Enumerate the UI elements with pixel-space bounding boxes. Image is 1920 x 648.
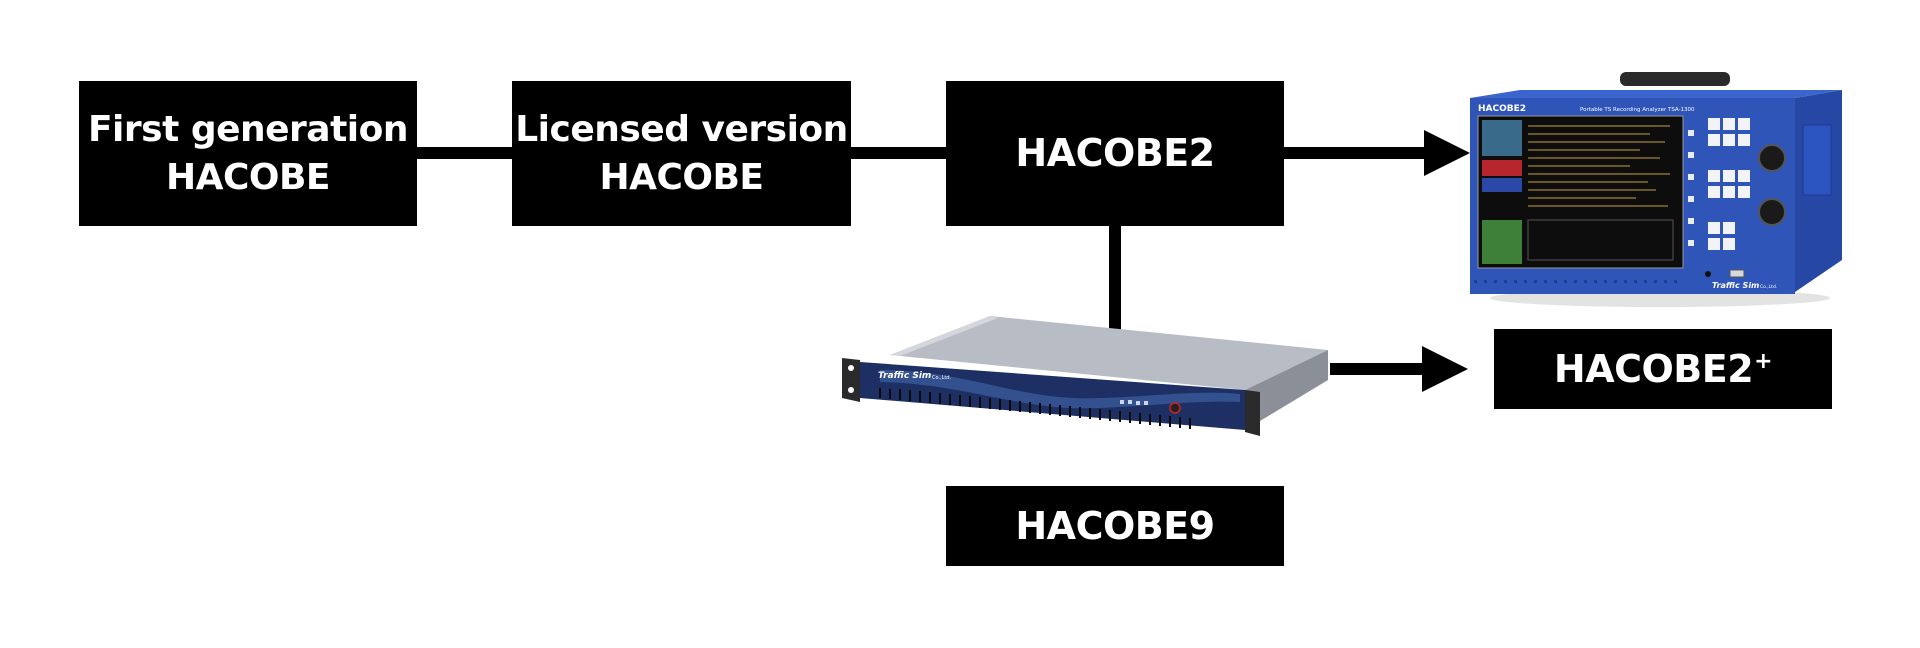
hacobe2-plus-label-wrap: HACOBE2+ xyxy=(1553,344,1773,394)
arrow-head-to-analyzer xyxy=(1424,130,1470,176)
connector-hacobe2-analyzer xyxy=(1284,147,1439,159)
analyzer-screen-video xyxy=(1482,220,1522,264)
arrow-head-to-hacobe2plus xyxy=(1422,346,1468,392)
rack-power-button xyxy=(1169,402,1181,414)
analyzer-top xyxy=(1470,90,1842,98)
first-generation-product: HACOBE xyxy=(165,156,331,198)
analyzer-button-grid xyxy=(1708,118,1750,250)
rack-ear-left-hole xyxy=(848,365,854,371)
licensed-version-product: HACOBE xyxy=(599,156,764,198)
hacobe2-label: HACOBE2 xyxy=(1015,131,1215,176)
hacobe2-plus-box: HACOBE2+ xyxy=(1494,329,1832,409)
analyzer-model-text: HACOBE2 xyxy=(1478,104,1526,114)
rack-ear-left-hole-2 xyxy=(848,387,854,393)
analyzer-screen-panel xyxy=(1527,219,1674,261)
analyzer-brand-text: Traffic Sim xyxy=(1712,281,1759,290)
first-generation-hacobe-box: First generation HACOBE xyxy=(79,81,417,226)
analyzer-side-keys xyxy=(1688,130,1694,246)
rack-side xyxy=(1245,350,1328,430)
connector-hacobe9-hacobe2plus xyxy=(1330,363,1430,375)
rack-indicator-leds xyxy=(1120,400,1148,405)
first-generation-label: First generation xyxy=(87,108,409,150)
hacobe2-analyzer-device-image: HACOBE2 Portable TS Recording Analyzer T… xyxy=(1470,72,1842,307)
analyzer-handle xyxy=(1620,72,1730,86)
hacobe2-plus-superscript: + xyxy=(1754,349,1773,375)
rack-ear-right xyxy=(1245,390,1260,436)
rack-top xyxy=(890,316,1328,390)
rack-brand-suffix: Co.,Ltd. xyxy=(932,375,952,381)
analyzer-knob-upper xyxy=(1758,144,1786,172)
licensed-version-hacobe-box: Licensed version HACOBE xyxy=(512,81,851,226)
analyzer-screen-pane-2 xyxy=(1482,160,1522,176)
connector-licensed-hacobe2 xyxy=(851,147,946,159)
hacobe9-box: HACOBE9 xyxy=(946,486,1284,566)
rack-top-edge xyxy=(890,316,998,356)
hacobe9-rack-server-image: Traffic Sim Co.,Ltd. xyxy=(842,316,1328,436)
analyzer-frame-perforations xyxy=(1474,280,1677,283)
analyzer-port-audio xyxy=(1705,271,1711,277)
rack-brand-text: Traffic Sim xyxy=(878,371,931,381)
analyzer-side-vent xyxy=(1802,124,1832,196)
hacobe9-label: HACOBE9 xyxy=(1015,503,1215,548)
licensed-version-label: Licensed version xyxy=(515,108,848,150)
connector-hacobe2-hacobe9 xyxy=(1109,226,1121,330)
analyzer-screen-pane-3 xyxy=(1482,178,1522,192)
hacobe2-box: HACOBE2 xyxy=(946,81,1284,226)
connector-first-licensed xyxy=(417,147,512,159)
analyzer-knob-lower xyxy=(1758,198,1786,226)
rack-ear-left xyxy=(842,358,860,402)
analyzer-screen-data-lines xyxy=(1528,125,1670,207)
rack-vent-slots xyxy=(879,388,1191,429)
analyzer-screen-pane-1 xyxy=(1482,120,1522,156)
analyzer-port-usb xyxy=(1729,269,1745,278)
analyzer-desc-text: Portable TS Recording Analyzer TSA-1300 xyxy=(1580,107,1695,113)
rack-front-wave xyxy=(880,370,1240,409)
hacobe2-plus-label: HACOBE2 xyxy=(1553,346,1754,391)
analyzer-brand-suffix: Co.,Ltd. xyxy=(1760,284,1777,290)
